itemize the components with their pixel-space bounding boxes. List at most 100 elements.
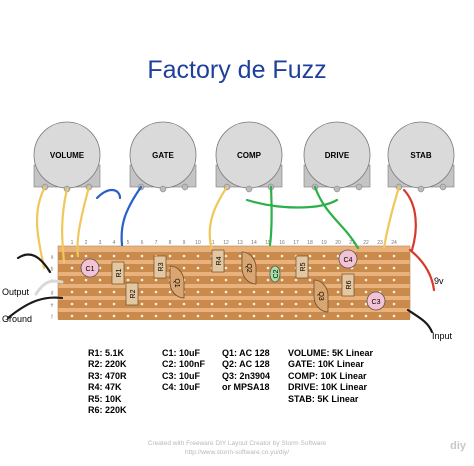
board-hole xyxy=(196,314,200,318)
parts-line: Q3: 2n3904 xyxy=(222,370,271,381)
board-hole xyxy=(322,314,326,318)
board-hole xyxy=(364,314,368,318)
capacitor-c3 xyxy=(366,291,386,311)
parts-line: Q2: AC 128 xyxy=(222,359,270,370)
board-hole xyxy=(224,314,228,318)
board-hole xyxy=(210,302,214,306)
board-hole xyxy=(154,278,158,282)
resistor-r2 xyxy=(125,282,139,306)
column-label: 13 xyxy=(237,240,243,246)
board-hole xyxy=(70,290,74,294)
copper-strip-d xyxy=(58,288,410,296)
board-hole xyxy=(266,314,270,318)
board-hole xyxy=(322,266,326,270)
board-hole xyxy=(266,290,270,294)
board-hole xyxy=(84,302,88,306)
copper-strips xyxy=(58,252,410,320)
board-hole xyxy=(224,266,228,270)
pot-stab-lug-2 xyxy=(417,185,425,193)
board-hole xyxy=(280,314,284,318)
board-hole xyxy=(392,278,396,282)
board-hole xyxy=(238,290,242,294)
row-label: b xyxy=(51,267,54,273)
pot-gate-label: GATE xyxy=(152,151,174,160)
column-label: 17 xyxy=(293,240,299,246)
resistor-r1-label: R1 xyxy=(116,268,123,277)
board-hole xyxy=(252,302,256,306)
parts-line: C2: 100nF xyxy=(162,359,206,370)
column-label: 9 xyxy=(183,240,186,246)
copper-strip-c xyxy=(58,276,410,284)
board-hole xyxy=(154,314,158,318)
transistor-q3-label: Q3 xyxy=(317,291,324,300)
pot-comp-lug-2 xyxy=(245,185,253,193)
board-hole xyxy=(392,302,396,306)
pot-drive-label: DRIVE xyxy=(325,151,350,160)
column-label: 22 xyxy=(363,240,369,246)
board-hole xyxy=(294,314,298,318)
board-hole xyxy=(308,302,312,306)
board-hole xyxy=(70,254,74,258)
pot-drive: DRIVE xyxy=(303,121,371,193)
parts-line: R2: 220K xyxy=(88,359,127,370)
column-label: 7 xyxy=(155,240,158,246)
wire-drive-green xyxy=(313,185,360,250)
board-hole xyxy=(294,302,298,306)
board-hole xyxy=(210,278,214,282)
board-hole xyxy=(112,302,116,306)
board-hole xyxy=(336,266,340,270)
ground-label: Ground xyxy=(2,314,32,324)
board-hole xyxy=(140,278,144,282)
board-hole xyxy=(392,314,396,318)
capacitor-c1-label: C1 xyxy=(86,266,95,273)
pot-gate-lug-3 xyxy=(181,183,189,191)
parts-line: C1: 10uF xyxy=(162,348,201,358)
board-hole xyxy=(336,290,340,294)
board-hole xyxy=(238,314,242,318)
board-hole xyxy=(98,290,102,294)
parts-line: VOLUME: 5K Linear xyxy=(288,348,374,358)
board-hole xyxy=(196,278,200,282)
transistor-q3 xyxy=(313,279,329,313)
board-hole xyxy=(112,290,116,294)
wires xyxy=(6,185,436,334)
footer-credit: Created with Freeware DIY Layout Creator… xyxy=(147,440,327,447)
parts-line: R1: 5.1K xyxy=(88,348,125,358)
board-hole xyxy=(308,314,312,318)
board-hole xyxy=(98,278,102,282)
parts-line: R5: 10K xyxy=(88,393,122,404)
pot-volume-label: VOLUME xyxy=(50,151,85,160)
footer-url: http://www.storm-software.co.yu/diy/ xyxy=(184,449,290,456)
board-hole xyxy=(98,254,102,258)
resistor-r3 xyxy=(153,255,167,279)
column-label: 15 xyxy=(265,240,271,246)
wire-black-top xyxy=(16,253,52,274)
board-hole xyxy=(336,302,340,306)
board-hole xyxy=(196,302,200,306)
column-label: 23 xyxy=(377,240,383,246)
row-label: d xyxy=(51,291,54,297)
board-hole xyxy=(252,254,256,258)
board-hole xyxy=(364,278,368,282)
board-hole xyxy=(322,278,326,282)
wire-comp-green xyxy=(268,185,273,247)
board-hole xyxy=(308,290,312,294)
pot-drive-lug-2 xyxy=(333,185,341,193)
board-hole xyxy=(308,254,312,258)
column-label: 18 xyxy=(307,240,313,246)
parts-line: C3: 10uF xyxy=(162,370,201,381)
resistor-r4 xyxy=(211,249,225,273)
board-hole xyxy=(266,266,270,270)
board-hole xyxy=(378,314,382,318)
transistor-q1-label: Q1 xyxy=(173,278,180,287)
board-hole xyxy=(84,278,88,282)
resistor-r4-label: R4 xyxy=(216,256,223,265)
board-hole xyxy=(392,290,396,294)
pot-stab-lug-3 xyxy=(439,183,447,191)
column-label: 6 xyxy=(141,240,144,246)
board-hole xyxy=(280,254,284,258)
board-hole xyxy=(168,314,172,318)
pot-gate-lug-2 xyxy=(159,185,167,193)
